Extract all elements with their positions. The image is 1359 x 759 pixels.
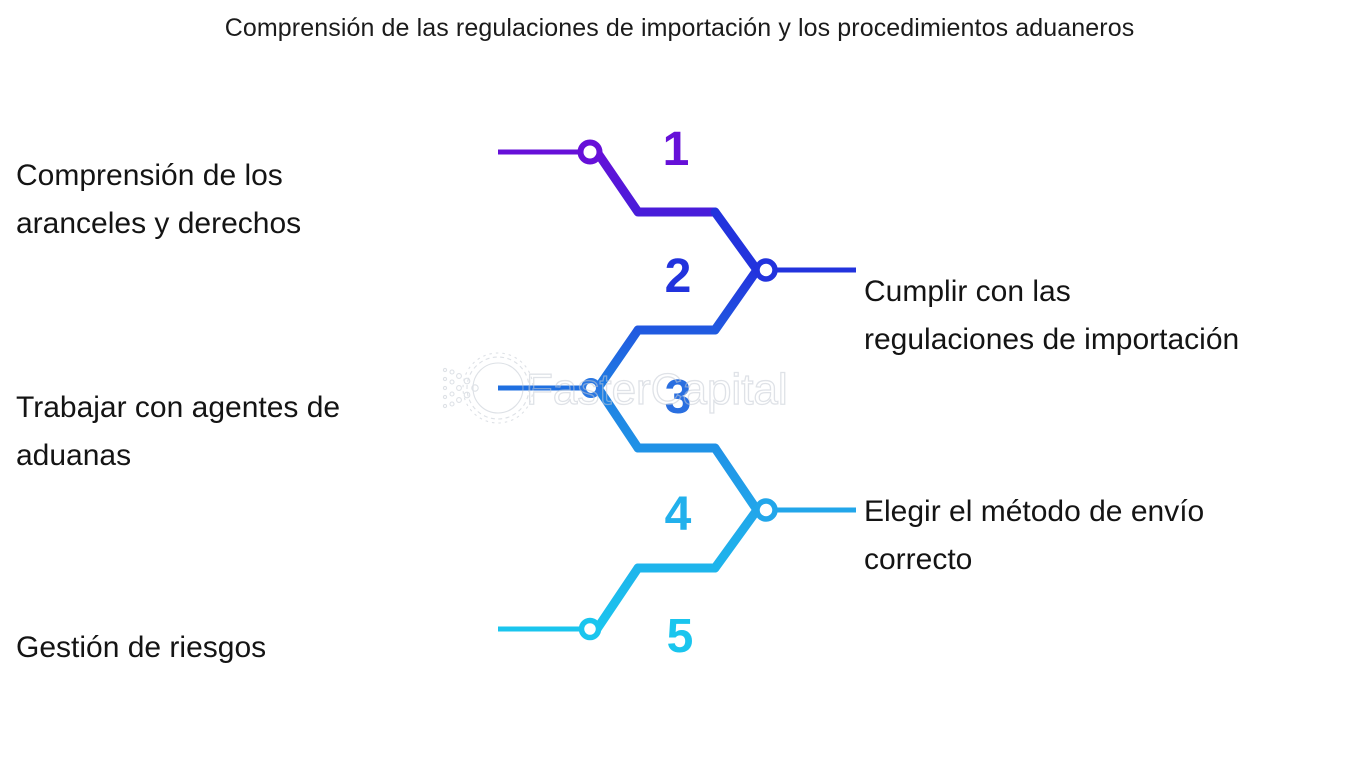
step-number-3: 3	[665, 371, 692, 424]
node-marker-2	[754, 258, 778, 282]
connector-step-1	[498, 139, 720, 217]
node-marker-5	[578, 617, 602, 641]
step-number-2: 2	[665, 250, 692, 303]
step-label-5: Gestión de riesgos	[16, 631, 267, 664]
connector-step-5	[498, 563, 643, 641]
connector-step-2	[633, 207, 856, 335]
node-marker-3	[581, 378, 601, 398]
node-marker-4	[754, 498, 778, 522]
connector-step-4	[633, 443, 856, 573]
step-number-4: 4	[665, 488, 692, 541]
step-label-4: Elegir el método de envío correcto	[864, 495, 1205, 576]
step-number-5: 5	[667, 610, 694, 663]
step-label-2: Cumplir con las regulaciones de importac…	[864, 275, 1240, 356]
step-label-3: Trabajar con agentes de aduanas	[16, 391, 341, 472]
step-label-1: Comprensión de los aranceles y derechos	[16, 159, 302, 240]
node-marker-1	[577, 139, 603, 165]
page-title: Comprensión de las regulaciones de impor…	[224, 14, 1135, 42]
connector-step-3	[498, 325, 643, 453]
step-number-1: 1	[663, 123, 690, 176]
